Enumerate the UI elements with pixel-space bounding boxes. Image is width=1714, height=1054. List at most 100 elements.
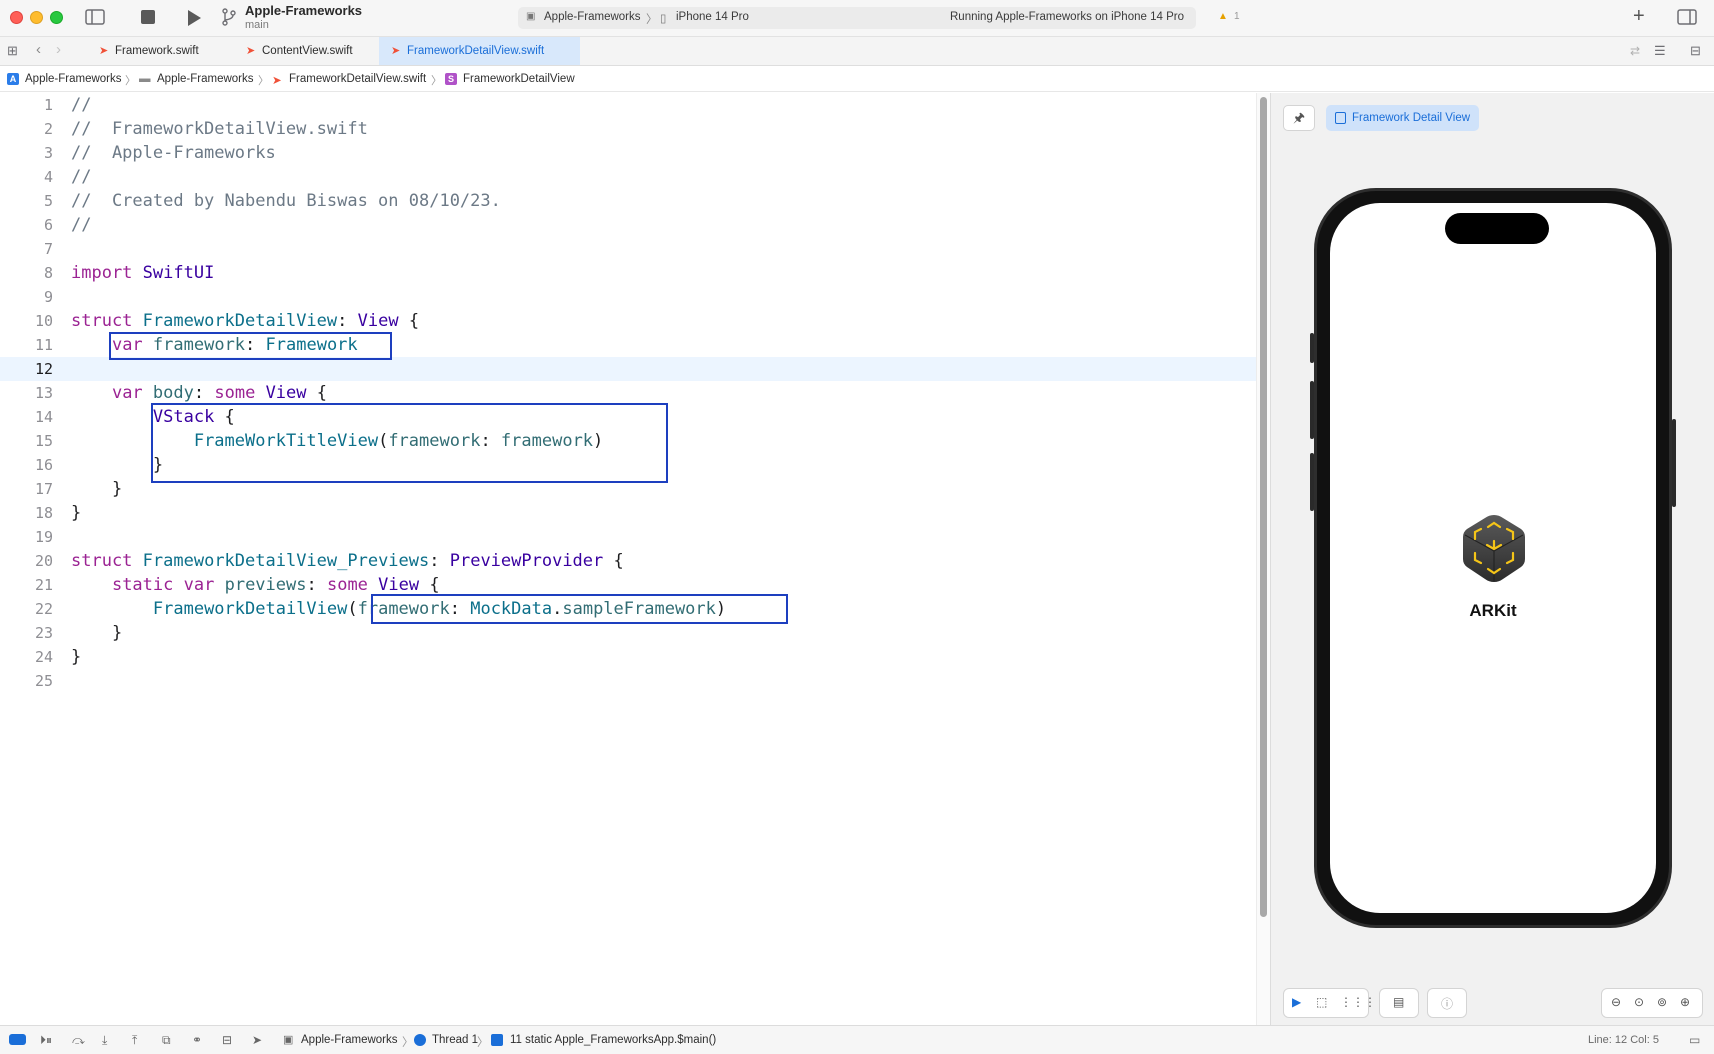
continue-icon[interactable]: ⏵⏸ <box>40 1033 53 1047</box>
debug-area-toggle-icon[interactable] <box>9 1034 26 1045</box>
sidebar-toggle-icon[interactable] <box>84 9 106 27</box>
line-number: 16 <box>34 456 53 474</box>
editor-options-icon[interactable]: ☰ <box>1654 43 1666 58</box>
step-into-icon[interactable]: ⤓ <box>102 1033 108 1047</box>
variants-icon[interactable]: ⋮⋮⋮ <box>1340 995 1376 1009</box>
view-hierarchy-icon[interactable]: ⧉ <box>162 1033 171 1047</box>
related-items-icon[interactable]: ⊞ <box>7 43 18 58</box>
debug-frame[interactable]: 11 static Apple_FrameworksApp.$main() <box>510 1034 717 1046</box>
tab-framework-swift[interactable]: ➤ Framework.swift <box>87 37 217 65</box>
location-icon[interactable]: ➤ <box>252 1033 263 1047</box>
zoom-controls: ⊖ ⊙ ⊚ ⊕ <box>1601 988 1703 1018</box>
code-line[interactable]: 25 <box>0 669 1256 693</box>
line-number: 14 <box>34 408 53 426</box>
code-line[interactable]: 7 <box>0 237 1256 261</box>
panel-toggle-icon[interactable]: ▭ <box>1689 1033 1701 1047</box>
memory-graph-icon[interactable]: ⚭ <box>192 1033 203 1047</box>
code-line[interactable]: 13 var body: some View { <box>0 381 1256 405</box>
code-line[interactable]: 19 <box>0 525 1256 549</box>
tab-frameworkdetailview-swift[interactable]: ➤ FrameworkDetailView.swift <box>379 37 580 65</box>
line-number: 9 <box>43 288 53 306</box>
inspector-toggle-icon[interactable] <box>1677 9 1697 30</box>
annotation-box <box>151 403 668 483</box>
code-line[interactable]: 23 } <box>0 621 1256 645</box>
breadcrumb-separator: 〉 <box>477 1037 489 1049</box>
split-editor-icon[interactable]: ⊟ <box>1690 43 1701 58</box>
code-text: // Created by Nabendu Biswas on 08/10/23… <box>71 191 501 211</box>
step-over-icon[interactable]: ⤼ <box>72 1033 85 1047</box>
debug-bar: ⏵⏸ ⤼ ⤓ ⤒ ⧉ ⚭ ⊟ ➤ ▣ Apple-Frameworks 〉 Th… <box>0 1025 1714 1054</box>
zoom-in-icon[interactable]: ⊕ <box>1680 995 1691 1009</box>
code-line[interactable]: 24} <box>0 645 1256 669</box>
forward-chevron-icon[interactable]: › <box>56 41 61 58</box>
code-line[interactable]: 14 VStack { <box>0 405 1256 429</box>
run-icon[interactable] <box>186 9 202 32</box>
step-out-icon[interactable]: ⤒ <box>132 1033 138 1047</box>
code-editor[interactable]: 1 // 2// FrameworkDetailView.swift 3// Ap… <box>0 93 1256 1025</box>
zoom-actual-icon[interactable]: ⊙ <box>1634 995 1645 1009</box>
tab-contentview-swift[interactable]: ➤ ContentView.swift <box>234 37 374 65</box>
editor-scrollbar[interactable] <box>1256 93 1270 1025</box>
code-line[interactable]: 1 // <box>0 93 1256 117</box>
code-line[interactable]: 15 FrameWorkTitleView(framework: framewo… <box>0 429 1256 453</box>
device-settings-button[interactable]: ▤ <box>1379 988 1419 1018</box>
breadcrumb-file[interactable]: FrameworkDetailView.swift <box>289 73 427 85</box>
pin-icon[interactable]: 🖈 <box>1283 105 1315 131</box>
branch-name[interactable]: main <box>245 19 269 31</box>
device-side-button <box>1310 453 1314 511</box>
project-name[interactable]: Apple-Frameworks <box>245 3 363 18</box>
debug-thread[interactable]: Thread 1 <box>432 1034 479 1046</box>
warning-icon[interactable]: ▲ <box>1218 11 1228 22</box>
arkit-icon <box>1461 513 1527 583</box>
add-icon[interactable]: + <box>1633 5 1645 27</box>
code-line[interactable]: 18} <box>0 501 1256 525</box>
stop-icon[interactable] <box>141 10 155 24</box>
scheme-selector[interactable]: Apple-Frameworks <box>544 11 641 23</box>
device-selector[interactable]: iPhone 14 Pro <box>676 11 749 23</box>
line-number: 3 <box>43 144 53 162</box>
breadcrumb-group[interactable]: Apple-Frameworks <box>157 73 254 85</box>
canvas-mode-group: ▶ ⬚ ⋮⋮⋮ <box>1283 988 1376 1018</box>
code-line[interactable]: 3// Apple-Frameworks <box>0 141 1256 165</box>
code-line[interactable]: 17 } <box>0 477 1256 501</box>
code-line[interactable]: 22 FrameworkDetailView(framework: MockDa… <box>0 597 1256 621</box>
line-number: 1 <box>43 96 53 114</box>
line-number: 23 <box>34 624 53 642</box>
code-line[interactable]: 11 var framework: Framework <box>0 333 1256 357</box>
selectable-mode-icon[interactable]: ⬚ <box>1316 995 1328 1009</box>
code-text: static var previews: some View { <box>111 575 440 595</box>
live-preview-icon[interactable]: ▶ <box>1292 995 1302 1009</box>
close-window-button[interactable] <box>10 11 23 24</box>
code-text: FrameWorkTitleView(framework: framework) <box>193 431 604 451</box>
line-number: 22 <box>34 600 53 618</box>
preview-info-button[interactable]: ⓘ <box>1427 988 1467 1018</box>
back-chevron-icon[interactable]: ‹ <box>36 41 41 58</box>
code-text: } <box>71 503 82 523</box>
refresh-icon[interactable]: ⇄ <box>1630 44 1641 58</box>
debug-scheme[interactable]: Apple-Frameworks <box>301 1034 398 1046</box>
scrollbar-thumb[interactable] <box>1260 97 1267 917</box>
zoom-out-icon[interactable]: ⊖ <box>1611 995 1622 1009</box>
code-line[interactable]: 16 } <box>0 453 1256 477</box>
preview-selector-chip[interactable]: Framework Detail View <box>1326 105 1480 131</box>
breadcrumb-project[interactable]: Apple-Frameworks <box>25 73 122 85</box>
zoom-window-button[interactable] <box>50 11 63 24</box>
code-line-current[interactable]: 12 <box>0 357 1256 381</box>
line-number: 5 <box>43 192 53 210</box>
device-screen[interactable]: ARKit <box>1330 203 1656 913</box>
code-line[interactable]: 21 static var previews: some View { <box>0 573 1256 597</box>
code-text: // <box>71 95 92 115</box>
warning-count[interactable]: 1 <box>1234 11 1240 22</box>
code-line[interactable]: 6// <box>0 213 1256 237</box>
breadcrumb-symbol[interactable]: FrameworkDetailView <box>463 73 575 85</box>
code-line[interactable]: 4// <box>0 165 1256 189</box>
code-line[interactable]: 9 <box>0 285 1256 309</box>
zoom-fit-icon[interactable]: ⊚ <box>1657 995 1668 1009</box>
code-line[interactable]: 2// FrameworkDetailView.swift <box>0 117 1256 141</box>
minimize-window-button[interactable] <box>30 11 43 24</box>
environment-overrides-icon[interactable]: ⊟ <box>222 1033 233 1047</box>
code-line[interactable]: 5 // Created by Nabendu Biswas on 08/10/2… <box>0 189 1256 213</box>
